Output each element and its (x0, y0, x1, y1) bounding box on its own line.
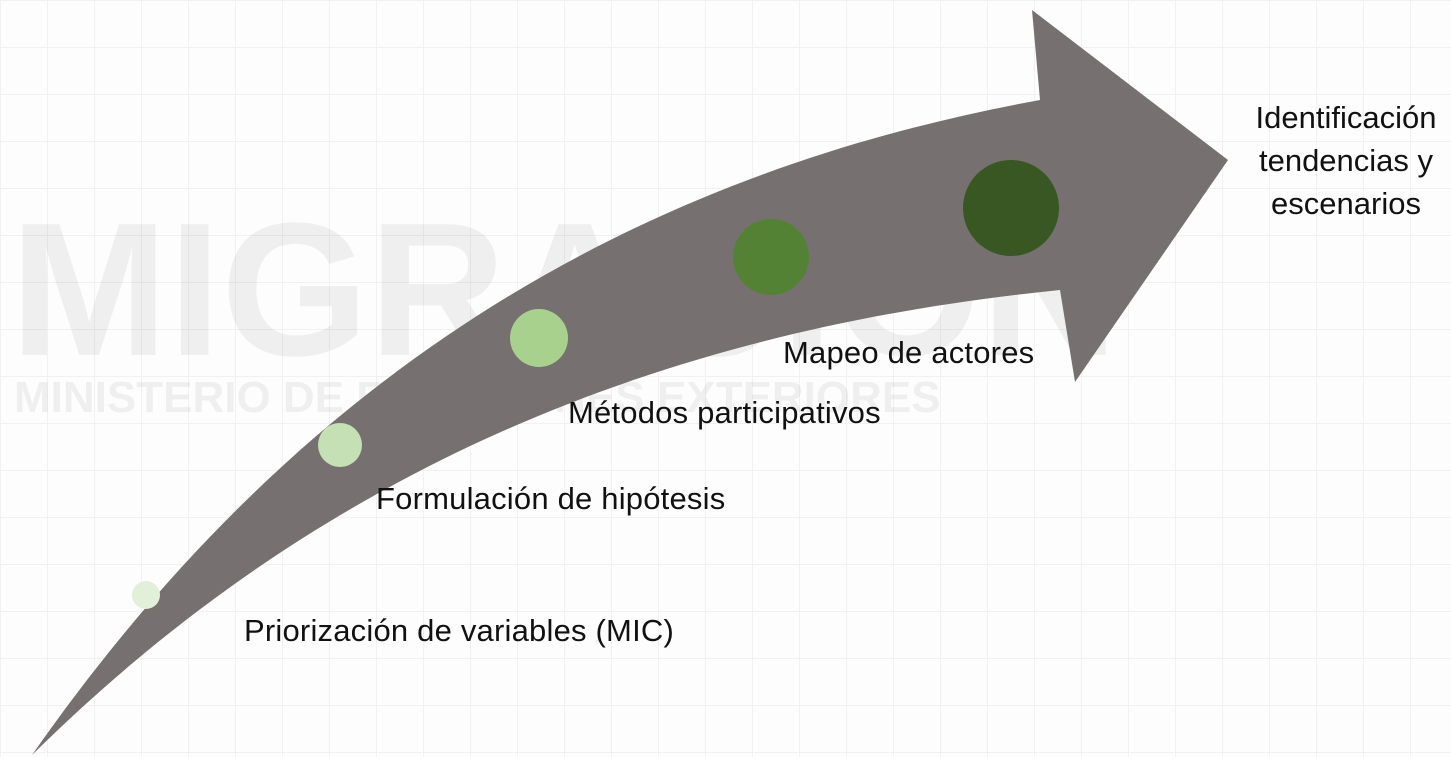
endpoint-line-1: Identificación (1255, 100, 1437, 135)
stage-marker-3 (510, 309, 568, 367)
stage-marker-5 (963, 160, 1059, 256)
endpoint-label: Identificación tendencias y escenarios (1241, 96, 1451, 225)
stage-label-formulacion: Formulación de hipótesis (376, 481, 726, 516)
stage-label-metodos: Métodos participativos (568, 395, 881, 430)
stage-label-priorizacion: Priorización de variables (MIC) (244, 613, 674, 648)
stage-marker-2 (318, 423, 362, 467)
endpoint-line-3: escenarios (1271, 186, 1421, 221)
stage-marker-1 (132, 581, 160, 609)
stage-label-mapeo: Mapeo de actores (783, 335, 1035, 370)
growth-arrow (32, 10, 1228, 755)
stage-marker-4 (733, 219, 809, 295)
endpoint-line-2: tendencias y (1258, 143, 1434, 178)
